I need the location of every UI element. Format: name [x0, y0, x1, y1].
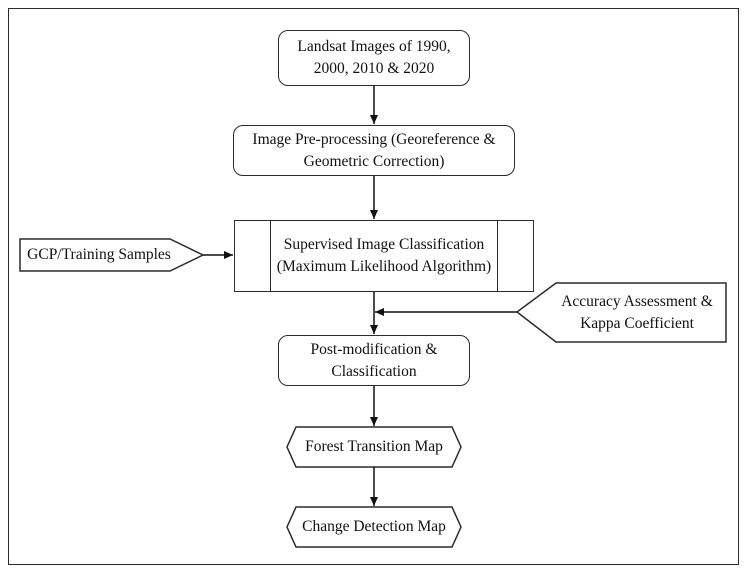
classification-left-bar	[270, 221, 271, 291]
accuracy-input: Accuracy Assessment & Kappa Coefficient	[548, 283, 726, 342]
accuracy-input-shape	[515, 282, 727, 343]
classification-box: Supervised Image Classification (Maximum…	[234, 220, 534, 292]
change-map-shape	[286, 506, 462, 548]
accuracy-label: Accuracy Assessment & Kappa Coefficient	[561, 292, 713, 332]
postmod-box: Post-modification & Classification	[278, 335, 470, 386]
landsat-images-box: Landsat Images of 1990, 2000, 2010 & 202…	[278, 30, 470, 86]
preprocessing-box: Image Pre-processing (Georeference & Geo…	[233, 125, 515, 176]
forest-map-label: Forest Transition Map	[305, 438, 443, 455]
forest-map-output: Forest Transition Map	[287, 427, 461, 467]
classification-right-bar	[497, 221, 498, 291]
gcp-input-shape	[19, 238, 205, 272]
preprocessing-label: Image Pre-processing (Georeference & Geo…	[252, 130, 496, 170]
landsat-images-label: Landsat Images of 1990, 2000, 2010 & 202…	[297, 38, 451, 77]
classification-label: Supervised Image Classification (Maximum…	[276, 236, 492, 275]
forest-map-shape	[286, 426, 462, 468]
gcp-label: GCP/Training Samples	[27, 246, 171, 263]
change-map-label: Change Detection Map	[302, 518, 446, 535]
diagram-frame	[8, 8, 739, 565]
postmod-label: Post-modification & Classification	[310, 340, 438, 380]
change-map-output: Change Detection Map	[287, 507, 461, 547]
gcp-input: GCP/Training Samples	[20, 239, 178, 271]
